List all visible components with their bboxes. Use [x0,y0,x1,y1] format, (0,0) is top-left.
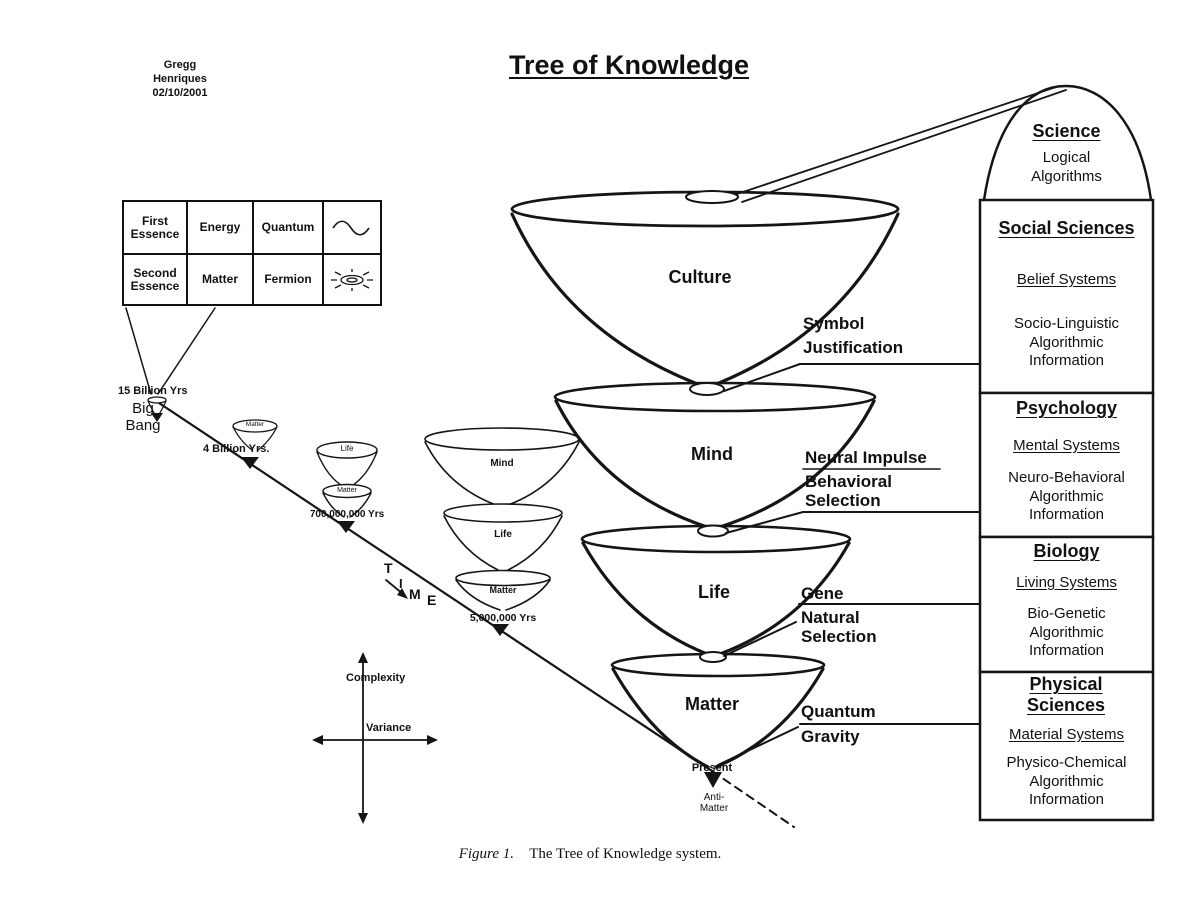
funnel-joints [689,382,729,663]
life-funnel-label: Life [697,582,730,602]
symbol-label: Symbol [803,314,865,333]
five-million-years: 5,000,000 Yrs [469,612,537,624]
quantum-pointer-line [717,726,799,766]
biology-title: Biology [1033,541,1100,561]
time-letter-e: E [427,592,437,608]
belief-systems-subtitle: Belief Systems [1016,271,1117,288]
timeline-marker-triangle [241,457,259,469]
social-sciences-box [978,198,1155,395]
antimatter-dashed-line [711,770,795,828]
culture-funnel-label: Culture [668,267,732,287]
culture-mind-joint [689,382,725,396]
science-title: Science [1032,121,1101,141]
gene-label: Gene [801,584,844,603]
variance-axis-label: Variance [366,722,412,734]
table-cell-second-essence: Second Essence [124,253,186,304]
psychology-title: Psychology [1015,398,1118,418]
mini-funnel-stack-1 [232,419,278,469]
complexity-variance-axes [312,652,438,824]
time-letter-t: T [384,560,393,576]
table-cell-quantum: Quantum [252,202,322,253]
time-arrow [385,579,408,599]
mental-systems-subtitle: Mental Systems [1013,437,1120,454]
natural-selection-label: Selection [801,627,877,646]
mini-funnel-stack-2 [316,441,378,533]
quantum-label: Quantum [801,702,876,721]
behavioral-label: Behavioral [805,472,892,491]
physical-sciences-box [978,670,1155,822]
anti-matter-label: Anti- Matter [699,792,729,814]
joint-connector-lines [717,363,981,766]
neural-pointer-line [725,511,804,534]
main-funnel-culture [510,190,900,387]
neural-impulse-label: Neural Impulse [805,448,927,467]
mini1-matter-label: Matter [245,421,265,428]
table-cell-fermion: Fermion [252,253,322,304]
material-systems-subtitle: Material Systems [1008,726,1125,743]
page-title: Tree of Knowledge [508,50,750,80]
living-systems-subtitle: Living Systems [1016,574,1117,591]
table-callout-lines [125,307,216,395]
panel-boxes [978,198,1155,822]
mini3-life-label: Life [494,529,512,540]
social-sciences-title: Social Sciences [998,218,1135,238]
present-label: Present [691,762,733,774]
big-bang-label: Big Bang [125,400,161,434]
matter-funnel-label: Matter [684,694,739,714]
psychology-box [978,391,1155,539]
time-letter-i: I [399,576,403,591]
behavioral-selection-label: Selection [805,491,881,510]
big-bang-tip [147,396,167,422]
justification-label: Justification [803,338,904,357]
culture-to-science-lines [736,86,1067,203]
author-block: Gregg Henriques 02/10/2001 [152,59,208,99]
mini3-mind-label: Mind [490,458,514,469]
timeline-marker-triangle [491,624,509,636]
gene-pointer-line [723,621,797,657]
natural-label: Natural [801,608,860,627]
table-cell-matter: Matter [186,253,252,304]
four-billion-years: 4 Billion Yrs. [203,443,270,455]
table-cell-energy: Energy [186,202,252,253]
fermion-vortex-icon [322,253,380,304]
figure-caption-label: Figure 1. [458,846,514,862]
biology-box [978,535,1155,674]
mini2-life-label: Life [340,444,354,453]
mind-funnel-label: Mind [691,444,733,464]
figure-caption: Figure 1. The Tree of Knowledge system. [350,846,830,863]
mini2-matter-label: Matter [337,487,357,494]
science-body: Logical Algorithms [1031,149,1102,185]
big-bang-years: 15 Billion Yrs [118,385,188,397]
physical-sciences-body: Physico-Chemical Algorithmic Information [1006,754,1127,808]
wave-icon [322,202,380,253]
psychology-body: Neuro-Behavioral Algorithmic Information [1008,469,1125,523]
table-cell-first-essence: First Essence [130,213,180,241]
science-bell-curve [982,84,1153,202]
symbol-pointer-line [723,363,801,392]
timeline-marker-triangle [337,521,355,533]
gravity-label: Gravity [801,727,860,746]
complexity-axis-label: Complexity [346,672,406,684]
life-matter-joint [699,651,727,663]
social-sciences-body: Socio-Linguistic Algorithmic Information [1013,315,1120,369]
seven-hundred-million-years: 700,000,000 Yrs [309,509,385,520]
present-marker-triangle [704,772,722,788]
physical-sciences-title: Physical Sciences [1026,674,1106,715]
biology-body: Bio-Genetic Algorithmic Information [1027,605,1106,659]
mini3-matter-label: Matter [489,585,517,595]
culture-top-hole [685,190,739,204]
time-letter-m: M [409,586,421,602]
mind-life-joint [697,524,729,538]
figure-caption-text: The Tree of Knowledge system. [529,846,722,862]
essence-table: First Essence Energy Quantum Second Esse… [122,200,382,306]
